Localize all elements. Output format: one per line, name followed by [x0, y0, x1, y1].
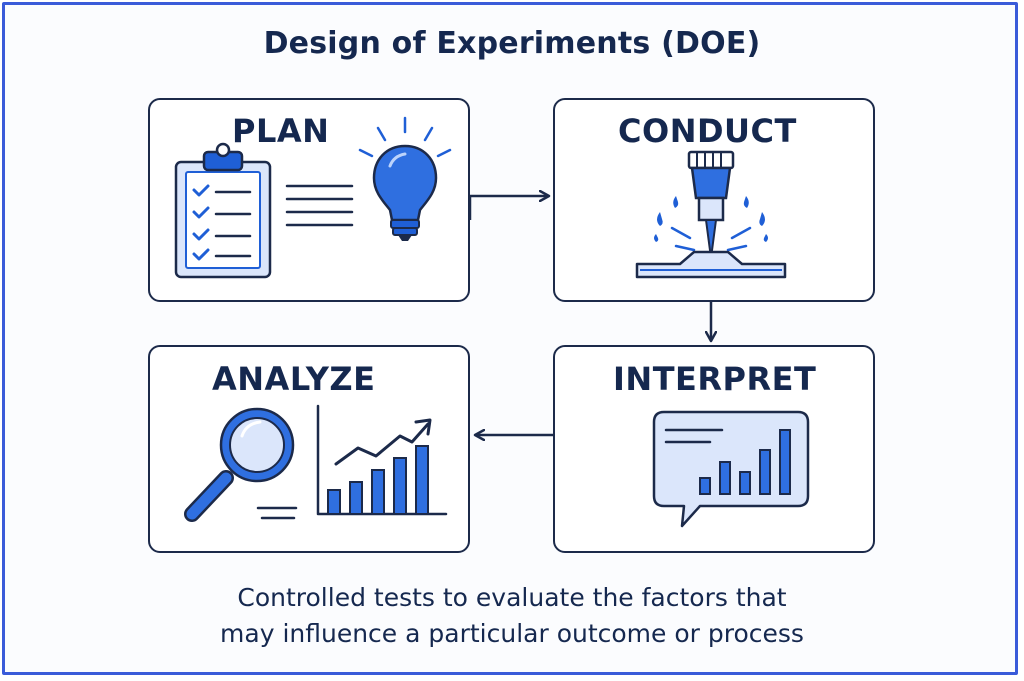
lines-icon [285, 184, 354, 227]
analyze-label: ANALYZE [212, 360, 376, 398]
arrow-plan-to-conduct [468, 196, 548, 220]
bar-chart-trend-icon [316, 404, 448, 516]
clipboard-checklist-icon [174, 142, 272, 279]
drill-icon [635, 150, 787, 279]
caption-line-2: may influence a particular outcome or pr… [220, 619, 804, 648]
lightbulb-icon [358, 116, 452, 241]
plan-label: PLAN [232, 112, 330, 150]
magnifying-glass-icon [184, 407, 298, 522]
diagram-title: Design of Experiments (DOE) [263, 26, 761, 61]
conduct-label: CONDUCT [618, 112, 797, 150]
caption-line-1: Controlled tests to evaluate the factors… [237, 583, 787, 612]
speech-bubble-chart-icon [652, 410, 810, 528]
interpret-label: INTERPRET [613, 360, 817, 398]
